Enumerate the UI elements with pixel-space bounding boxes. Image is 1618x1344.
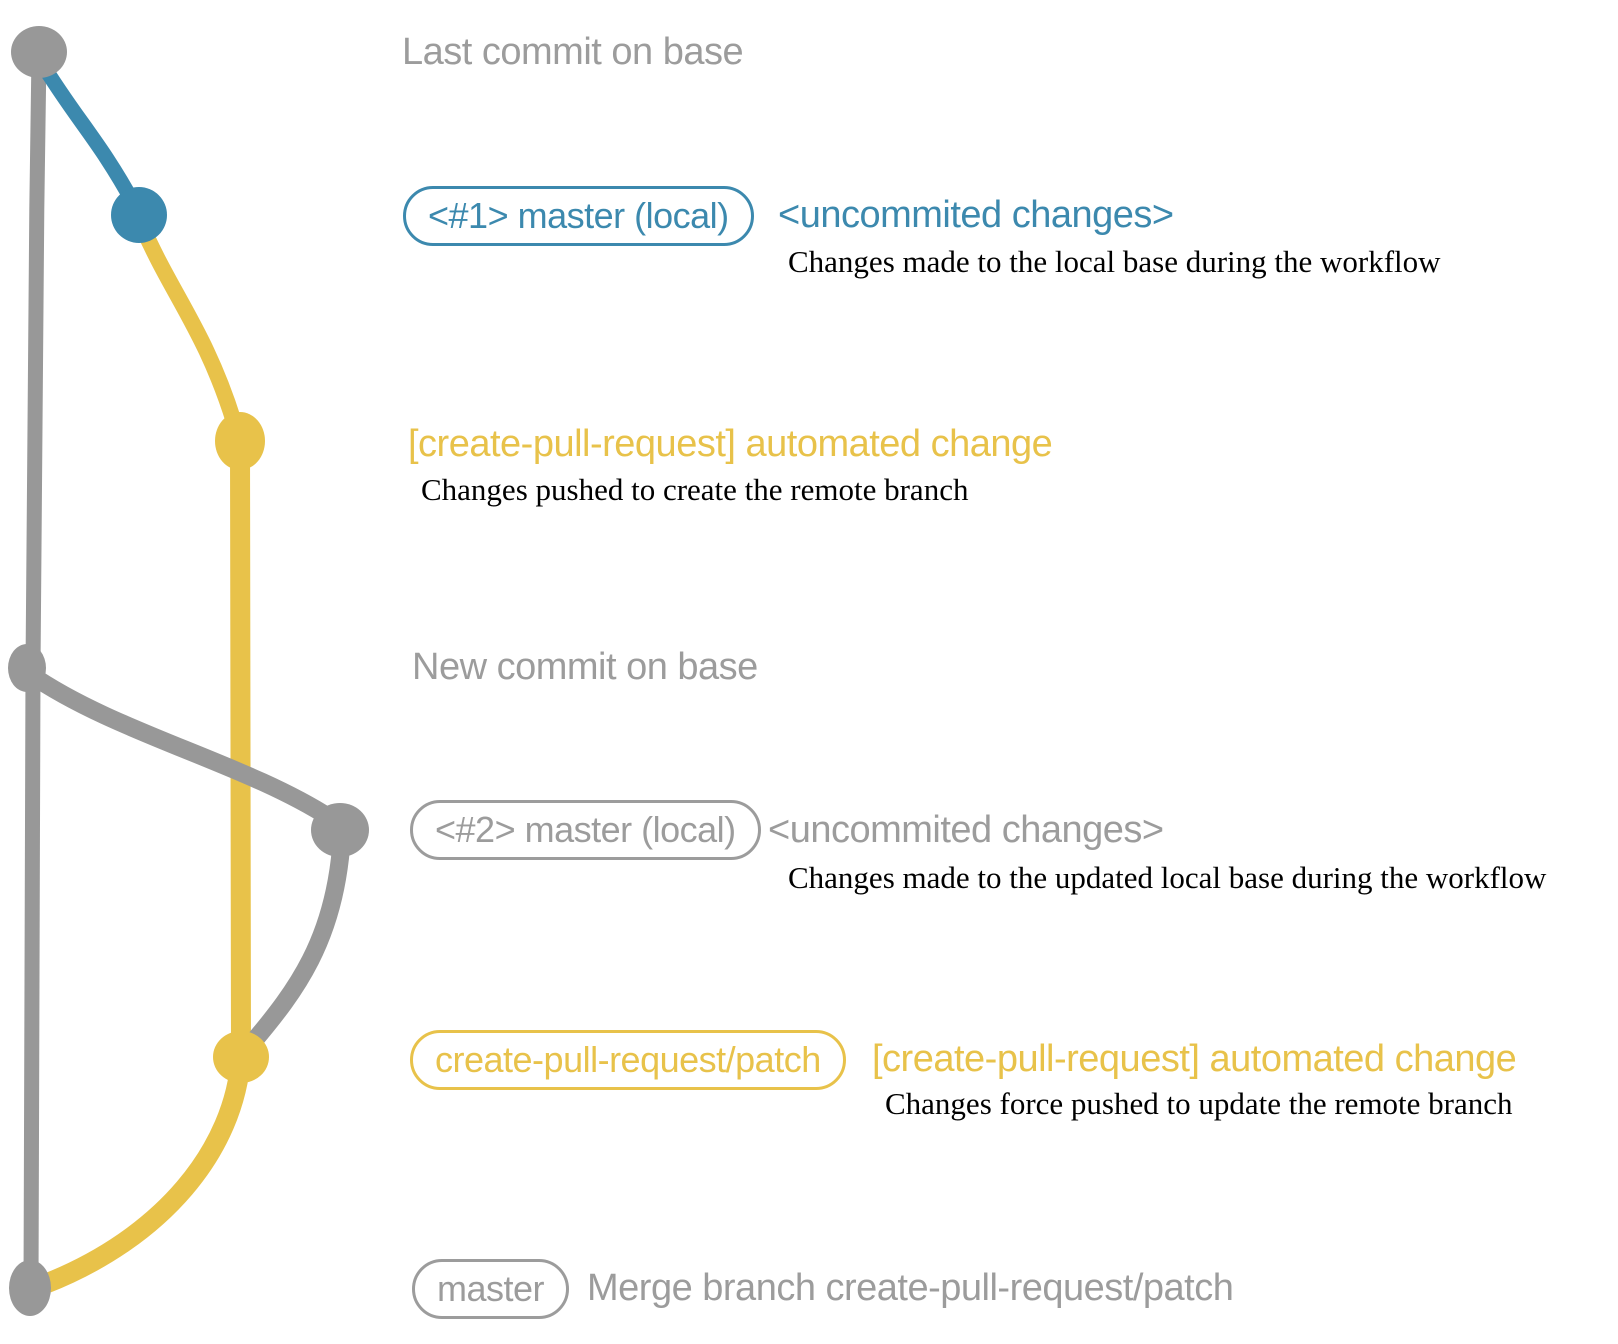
note-uncommited-changes-2: <uncommited changes> bbox=[768, 809, 1164, 852]
label-new-commit-on-base: New commit on base bbox=[412, 646, 758, 689]
commit-dot-patch-1 bbox=[215, 412, 265, 470]
commit-dot-new-base bbox=[8, 644, 46, 692]
badge-master-local-2: <#2> master (local) bbox=[410, 800, 761, 860]
note-automated-change-1: [create-pull-request] automated change bbox=[408, 423, 1053, 466]
badge-create-pull-request-patch: create-pull-request/patch bbox=[410, 1030, 846, 1090]
commit-dot-patch-2 bbox=[213, 1031, 269, 1083]
force-push-curve-local-to-patch bbox=[244, 839, 350, 1051]
rebase-curve-base-to-local bbox=[21, 665, 339, 827]
badge-master-local-1: <#1> master (local) bbox=[403, 186, 754, 246]
desc-force-push-update-remote-branch: Changes force pushed to update the remot… bbox=[885, 1086, 1513, 1121]
patch-branch-line-and-merge-curve bbox=[35, 432, 252, 1294]
desc-push-create-remote-branch: Changes pushed to create the remote bran… bbox=[421, 472, 969, 507]
desc-local-changes-1: Changes made to the local base during th… bbox=[788, 244, 1441, 279]
local-master-branch-curve bbox=[33, 54, 142, 212]
badge-master: master bbox=[412, 1259, 570, 1319]
patch-branch-create-curve bbox=[134, 218, 242, 430]
desc-local-changes-2: Changes made to the updated local base d… bbox=[788, 860, 1547, 895]
note-uncommited-changes-1: <uncommited changes> bbox=[778, 194, 1174, 237]
commit-dot-merge bbox=[9, 1260, 51, 1316]
note-automated-change-2: [create-pull-request] automated change bbox=[872, 1038, 1517, 1081]
label-last-commit-on-base: Last commit on base bbox=[402, 31, 744, 74]
commit-dot-local-2 bbox=[311, 803, 369, 857]
note-merge-branch: Merge branch create-pull-request/patch bbox=[587, 1267, 1234, 1310]
commit-dot-local-1 bbox=[111, 187, 167, 243]
commit-dot-last-base bbox=[11, 26, 67, 78]
